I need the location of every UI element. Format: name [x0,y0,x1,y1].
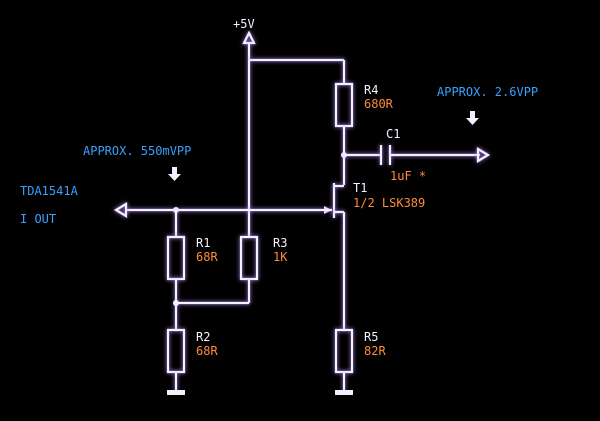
resistor-r3 [239,235,259,281]
supply-arrow-icon [242,30,256,45]
c1-value: 1uF * [390,169,426,183]
ground-icon [167,390,185,395]
r1-ref: R1 [196,236,210,250]
resistor-r1 [166,235,186,281]
input-label-line1: TDA1541A [20,184,79,198]
junction-r1-r2 [173,300,179,306]
resistor-r4 [334,82,354,128]
r4-ref: R4 [364,83,378,97]
t1-ref: T1 [353,181,367,195]
r3-value: 1K [273,250,288,264]
ground-icon [335,390,353,395]
resistor-r5 [334,328,354,374]
t1-value: 1/2 LSK389 [353,196,425,210]
input-level-arrow-icon [168,167,181,181]
r2-ref: R2 [196,330,210,344]
input-arrow-icon [113,202,128,218]
supply-label: +5V [233,17,255,31]
output-level-arrow-icon [466,111,479,125]
r5-value: 82R [364,344,386,358]
c1-ref: C1 [386,127,400,141]
output-arrow-icon [476,147,491,163]
r5-ref: R5 [364,330,378,344]
r3-ref: R3 [273,236,287,250]
input-level-annotation: APPROX. 550mVPP [83,144,191,158]
input-label-line2: I OUT [20,212,56,226]
r2-value: 68R [196,344,218,358]
resistor-r2 [166,328,186,374]
r4-value: 680R [364,97,394,111]
r1-value: 68R [196,250,218,264]
output-level-annotation: APPROX. 2.6VPP [437,85,538,99]
